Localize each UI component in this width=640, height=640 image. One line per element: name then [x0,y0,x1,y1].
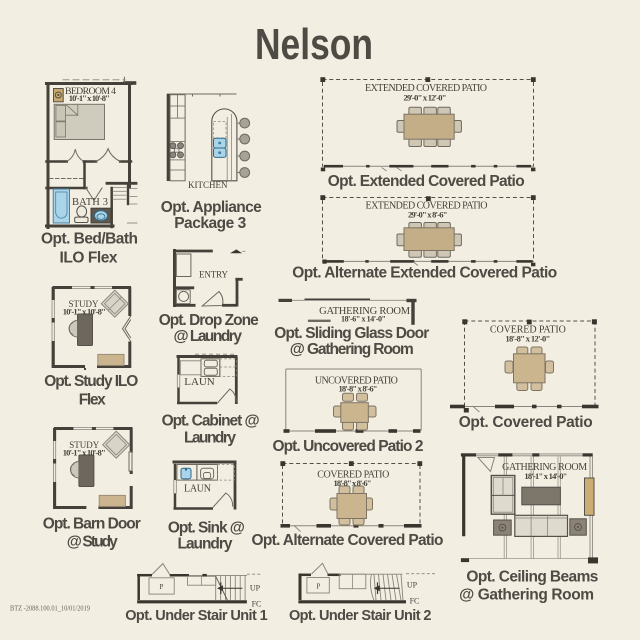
svg-text:Nelson: Nelson [255,20,373,69]
svg-text:Laundry: Laundry [184,429,236,446]
svg-text:18'-8" x 8'-6": 18'-8" x 8'-6" [334,478,372,488]
svg-text:COVERED PATIO: COVERED PATIO [317,469,389,480]
svg-text:Opt. Cabinet @: Opt. Cabinet @ [162,412,260,429]
svg-text:Opt. Ceiling Beams: Opt. Ceiling Beams [466,569,598,586]
svg-text:P: P [317,583,321,591]
svg-text:@ Gathering Room: @ Gathering Room [290,341,414,358]
svg-text:STUDY: STUDY [69,299,100,309]
svg-text:LAUN: LAUN [184,376,215,388]
svg-text:Opt. Sliding Glass Door: Opt. Sliding Glass Door [274,325,429,342]
svg-text:EXTENDED COVERED PATIO: EXTENDED COVERED PATIO [366,200,488,211]
svg-text:BTZ -2088.100.01_10/01/2019: BTZ -2088.100.01_10/01/2019 [10,604,90,613]
svg-text:@ Gathering Room: @ Gathering Room [459,587,594,604]
svg-text:Opt. Uncovered Patio 2: Opt. Uncovered Patio 2 [273,438,424,455]
svg-text:UNCOVERED PATIO: UNCOVERED PATIO [315,376,398,387]
svg-text:Laundry: Laundry [178,535,233,552]
svg-text:Flex: Flex [79,392,106,409]
svg-text:Opt. Covered Patio: Opt. Covered Patio [459,414,593,431]
svg-text:18'-8" x 8'-6": 18'-8" x 8'-6" [339,384,378,394]
svg-text:10'-1" x 10'-8": 10'-1" x 10'-8" [63,307,106,317]
svg-text:ENTRY: ENTRY [199,270,229,280]
svg-text:BATH 3: BATH 3 [72,197,108,208]
svg-text:Opt. Extended Covered Patio: Opt. Extended Covered Patio [328,173,525,190]
svg-text:FC: FC [252,599,262,608]
svg-text:P: P [160,583,164,591]
svg-text:Opt. Under Stair Unit 2: Opt. Under Stair Unit 2 [289,608,432,624]
svg-text:18'-6" x 14'-0": 18'-6" x 14'-0" [341,314,386,323]
svg-text:Opt. Alternate Extended Covere: Opt. Alternate Extended Covered Patio [292,265,557,282]
svg-text:COVERED PATIO: COVERED PATIO [490,324,566,335]
svg-text:@ Laundry: @ Laundry [173,328,242,345]
svg-text:FC: FC [410,596,420,605]
svg-text:STUDY: STUDY [69,440,100,450]
svg-text:Opt. Appliance: Opt. Appliance [161,199,262,216]
svg-text:Opt. Bed/Bath: Opt. Bed/Bath [41,231,138,248]
svg-text:EXTENDED COVERED PATIO: EXTENDED COVERED PATIO [365,83,487,94]
svg-text:18'-1" x 14'-0": 18'-1" x 14'-0" [524,471,567,481]
svg-text:BEDROOM 4: BEDROOM 4 [65,86,116,97]
svg-text:29'-0" x 12'-0": 29'-0" x 12'-0" [404,92,447,102]
svg-text:LAUN: LAUN [184,484,211,495]
svg-text:18'-8" x 12'-0": 18'-8" x 12'-0" [505,333,550,343]
svg-text:10'-1" x 10'-8": 10'-1" x 10'-8" [69,93,110,103]
svg-text:UP: UP [250,584,261,593]
svg-text:29'-0" x 8'-6": 29'-0" x 8'-6" [408,210,448,220]
svg-text:Package 3: Package 3 [174,215,246,232]
svg-text:@ Study: @ Study [67,533,118,550]
svg-text:GATHERING ROOM: GATHERING ROOM [502,462,587,473]
svg-text:10'-1" x 10'-8": 10'-1" x 10'-8" [63,448,106,458]
svg-text:Opt. Alternate Covered Patio: Opt. Alternate Covered Patio [252,532,444,549]
svg-text:UP: UP [407,581,418,590]
svg-text:Opt. Study ILO: Opt. Study ILO [44,373,138,390]
svg-text:Opt. Barn Door: Opt. Barn Door [43,515,141,532]
svg-text:KITCHEN: KITCHEN [188,180,228,190]
svg-text:GATHERING ROOM: GATHERING ROOM [319,306,411,317]
svg-text:Opt. Sink @: Opt. Sink @ [168,519,245,536]
svg-text:ILO Flex: ILO Flex [60,250,118,267]
svg-text:Opt. Drop Zone: Opt. Drop Zone [159,312,259,329]
svg-text:Opt. Under Stair Unit 1: Opt. Under Stair Unit 1 [125,608,268,624]
